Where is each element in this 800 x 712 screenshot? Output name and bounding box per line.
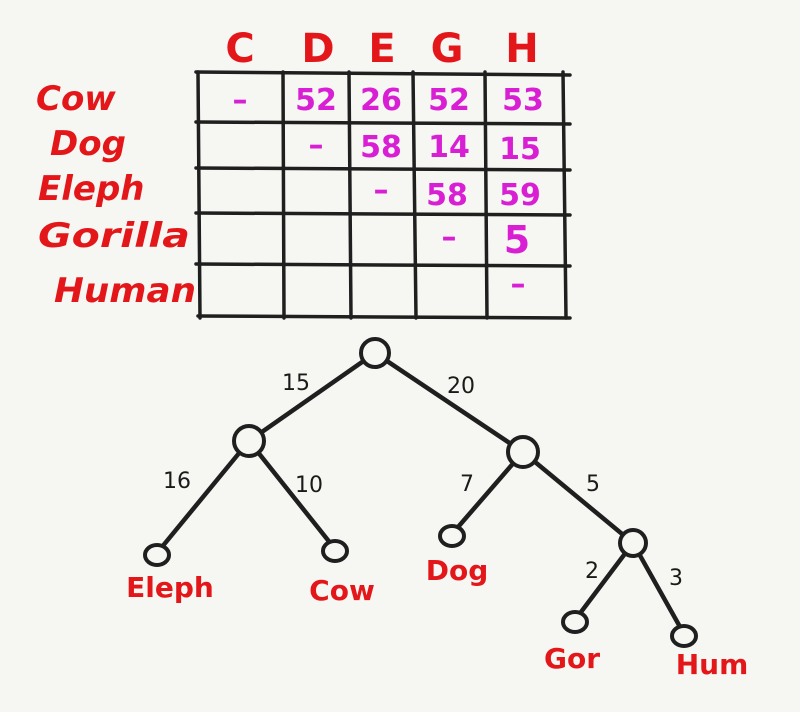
row-label-human: Human [54,271,196,311]
edge-labels: 15 20 16 10 7 5 2 3 [163,371,683,591]
cell-eleph-h: 59 [499,178,541,213]
column-header-g: G [431,26,464,72]
cell-dog-e: 58 [360,130,402,165]
leaf-node-gor [561,610,589,634]
branch-to-dog [449,449,526,537]
grid-line-v3 [411,70,418,320]
grid-line-h1 [194,120,572,126]
cell-eleph-g: 58 [426,178,468,213]
cell-dog-g: 14 [428,130,470,165]
internal-node-left [232,424,266,458]
edge-label-gh: 5 [586,472,600,497]
grid-line-v2 [347,70,353,320]
branch-to-cow [246,438,338,552]
leaf-labels: Eleph Cow Dog Gor Hum [126,554,748,681]
cell-cow-h: 53 [502,83,544,118]
root-node [359,337,391,369]
row-label-eleph: Eleph [38,169,144,209]
grid-line-h3 [194,211,572,217]
column-header-h: H [505,26,538,72]
leaf-node-dog [438,524,466,548]
cell-human-h: – [511,267,526,302]
cell-gorilla-h: 5 [504,218,530,262]
row-label-dog: Dog [50,124,126,164]
column-header-e: E [368,26,395,72]
internal-node-right [506,435,540,469]
tree-nodes [143,337,698,648]
internal-node-gh [618,528,648,558]
edge-label-gor: 2 [585,559,599,584]
leaf-label-hum: Hum [676,648,749,681]
cell-cow-e: 26 [360,83,402,118]
grid-line-v4 [483,70,489,320]
edge-label-root-right: 20 [447,374,475,399]
cell-eleph-e: – [374,173,389,208]
cell-cow-g: 52 [428,83,470,118]
grid-line-v5 [561,70,568,320]
cell-cow-c: – [233,83,248,118]
leaf-label-dog: Dog [426,554,489,587]
grid-line-v1 [281,70,286,320]
column-headers: C D E G H [225,26,538,72]
grid-line-h0 [194,70,572,77]
leaf-node-hum [670,624,698,648]
row-labels: Cow Dog Eleph Gorilla Human [36,79,196,311]
column-header-d: D [301,26,334,72]
leaf-label-cow: Cow [309,574,375,607]
row-label-cow: Cow [36,79,116,119]
grid-line-v0 [196,70,202,320]
distance-cells: – 52 26 52 53 – 58 14 15 – 58 59 – 5 – [233,83,544,302]
branch-root-left [246,350,378,444]
cell-cow-d: 52 [295,83,337,118]
leaf-node-eleph [143,543,171,567]
edge-label-cow: 10 [295,473,323,498]
leaf-node-cow [321,539,349,563]
branch-to-hum [630,540,687,637]
grid-line-h5 [196,314,572,320]
edge-label-hum: 3 [669,566,683,591]
branch-to-gor [572,540,636,623]
leaf-label-eleph: Eleph [126,571,214,604]
grid-line-h4 [194,262,572,268]
branch-to-eleph [154,438,252,556]
column-header-c: C [225,26,254,72]
row-label-gorilla: Gorilla [38,216,190,256]
edge-label-dog: 7 [460,472,474,497]
leaf-label-gor: Gor [544,642,600,675]
cell-dog-h: 15 [499,132,541,167]
distance-grid [194,70,572,320]
branch-to-gh [520,449,636,546]
branch-root-right [372,350,526,455]
edge-label-eleph: 16 [163,469,191,494]
edge-label-root-left: 15 [282,371,310,396]
cell-gorilla-g: – [442,220,457,255]
tree-branches [154,350,687,637]
grid-line-h2 [194,166,572,172]
cell-dog-d: – [309,128,324,163]
